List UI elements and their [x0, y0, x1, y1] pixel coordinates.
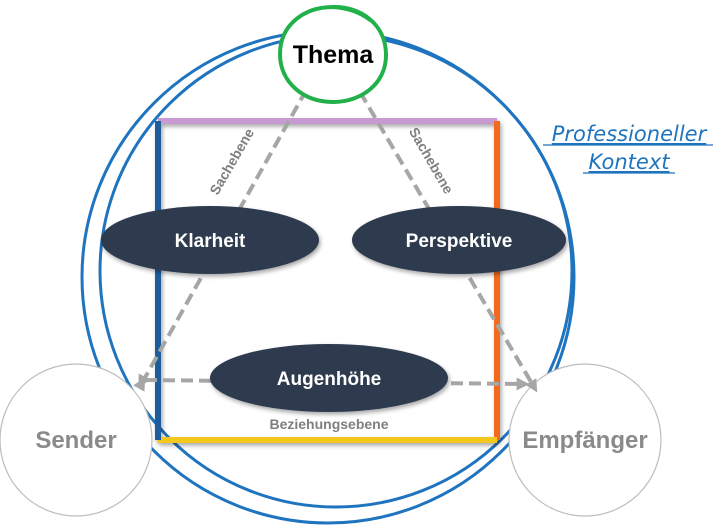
receiver-circle — [508, 363, 662, 517]
topic-label: Thema — [293, 41, 375, 69]
factual-level-label-left: Sachebene — [206, 125, 257, 197]
perspective-label: Perspektive — [406, 231, 513, 252]
clarity-label: Klarheit — [175, 231, 246, 252]
sender-circle — [0, 363, 153, 517]
sender-label: Sender — [35, 427, 116, 454]
topic-circle-fill — [280, 7, 386, 101]
relationship-level-label: Beziehungsebene — [269, 416, 388, 432]
context-label-line1: Professioneller — [552, 122, 708, 146]
eye-level-ellipse — [210, 344, 448, 412]
eye-level-label: Augenhöhe — [277, 369, 382, 390]
perspective-ellipse — [352, 206, 566, 274]
context-label-line2: Kontext — [589, 150, 671, 174]
topic-circle — [277, 4, 389, 105]
clarity-ellipse — [101, 206, 319, 274]
receiver-label: Empfänger — [522, 427, 647, 454]
